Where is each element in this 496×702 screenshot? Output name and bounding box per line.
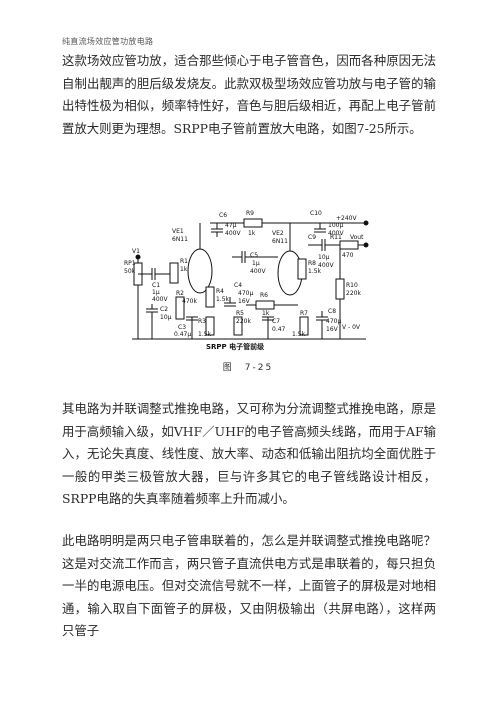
r8-label: R8	[308, 260, 316, 267]
c10-value: 100μ	[328, 222, 343, 229]
r6-resistor	[255, 300, 275, 310]
paragraph-intro: 这款场效应管功放，适合那些倾心于电子管音色，因而各种原因无法自制出靓声的胆后级发…	[62, 53, 436, 136]
r4-label: R4	[216, 288, 224, 295]
ve1-tube	[187, 248, 213, 294]
c5-voltage: 400V	[250, 268, 266, 275]
r8-resistor	[297, 258, 307, 280]
r2-resistor	[175, 296, 185, 320]
c5-label: C5	[250, 252, 258, 259]
ve2-type: 6N11	[272, 238, 288, 245]
c8-voltage: 16V	[326, 326, 339, 333]
ve1-type: 6N11	[172, 236, 188, 243]
c2-label: C2	[160, 306, 168, 313]
c4-voltage: 16V	[238, 298, 251, 305]
vout-label: Vout	[350, 234, 364, 241]
r1-resistor	[169, 262, 179, 284]
vplus-terminal	[363, 220, 369, 226]
r3-value: 1.5k	[198, 331, 212, 338]
r8-value: 1.5k	[308, 268, 322, 275]
v1-label: V1	[132, 248, 140, 255]
r9-value: 1k	[248, 230, 256, 237]
r4-resistor	[205, 286, 215, 308]
r10-label: R10	[346, 282, 358, 289]
c7-value: 0.47	[272, 326, 286, 333]
paragraph-explanation: 此电路明明是两只电子管串联着的，怎么是并联调整式推挽电路呢？这是对交流工作而言，…	[62, 533, 436, 639]
r1-label: R1	[180, 258, 188, 265]
c8-label: C8	[328, 308, 336, 315]
c1-label: C1	[152, 282, 160, 289]
c4-value: 470μ	[238, 290, 253, 297]
c10-label: C10	[310, 210, 322, 217]
c6-value: 47μ	[225, 222, 237, 229]
r5-resistor	[233, 316, 243, 336]
r5-value: 220k	[236, 318, 251, 325]
c9-voltage: 400V	[318, 262, 334, 269]
r11-label: R11	[330, 234, 342, 241]
r5-label: R5	[236, 310, 244, 317]
c1-value: 1μ	[152, 289, 160, 296]
c3-label: C3	[178, 324, 186, 331]
c6-label: C6	[219, 212, 227, 219]
r11-value: 470	[342, 252, 354, 259]
vplus-label: +240V	[336, 215, 357, 222]
r4-value: 1.5k	[216, 296, 230, 303]
r6-label: R6	[260, 292, 268, 299]
c9-value: 10μ	[318, 254, 330, 261]
r7-resistor	[299, 316, 309, 336]
vout-terminal	[363, 242, 369, 248]
c1-voltage: 400V	[152, 296, 168, 303]
c5-value: 1μ	[252, 260, 260, 267]
c7-label: C7	[272, 318, 280, 325]
r9-label: R9	[246, 210, 254, 217]
rp1-label: RP1	[124, 260, 136, 267]
r3-label: R3	[198, 318, 206, 325]
vzero-label: V - 0V	[342, 324, 361, 331]
c3-value: 0.47μ	[174, 331, 191, 338]
ve1-label: VE1	[172, 228, 184, 235]
r10-resistor	[335, 278, 345, 300]
c9-label: C9	[308, 234, 316, 241]
c8-value: 470μ	[326, 318, 341, 325]
c6-voltage: 400V	[225, 230, 241, 237]
schematic-title: SRPP 电子管前级	[206, 342, 265, 351]
r6-value: 1k	[262, 310, 270, 317]
r1-value: 1k	[180, 266, 188, 273]
r10-value: 220k	[346, 290, 361, 297]
r11-resistor	[339, 240, 359, 250]
schematic-svg: R9 1k C6 47μ 400V C10 100μ 400V +240V V1…	[124, 210, 369, 351]
rp1-value: 50k	[124, 268, 136, 275]
r9-resistor	[243, 218, 263, 228]
paragraph-circuit: 其电路为并联调整式推挽电路，又可称为分流调整式推挽电路，原是用于高频输入级，如V…	[62, 401, 436, 507]
ve2-label: VE2	[272, 230, 284, 237]
c10-voltage: 400V	[328, 230, 344, 237]
document-title: 纯直流场效应管功放电路	[62, 37, 154, 46]
srpp-schematic-figure: R9 1k C6 47μ 400V C10 100μ 400V +240V V1…	[122, 199, 374, 355]
r7-label: R7	[300, 310, 308, 317]
r2-label: R2	[176, 290, 184, 297]
r3-resistor	[205, 316, 215, 336]
c4-label: C4	[234, 282, 242, 289]
figure-caption: 图 7-25	[222, 363, 274, 373]
c2-value: 10μ	[160, 314, 172, 321]
r7-value: 1.5k	[292, 331, 306, 338]
r2-value: 470k	[182, 298, 197, 305]
